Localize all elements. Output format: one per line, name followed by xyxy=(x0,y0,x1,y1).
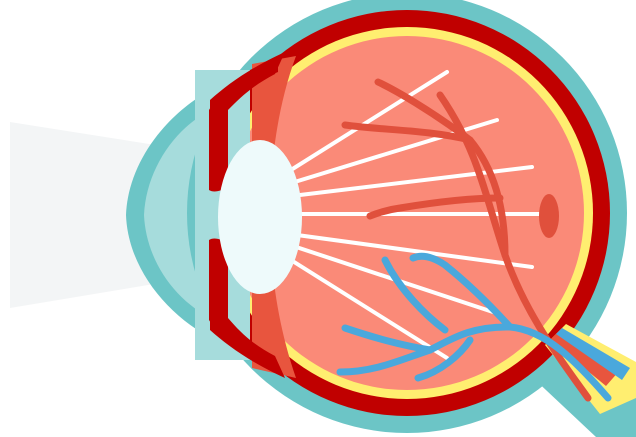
lens xyxy=(218,140,302,294)
fovea xyxy=(539,194,559,238)
